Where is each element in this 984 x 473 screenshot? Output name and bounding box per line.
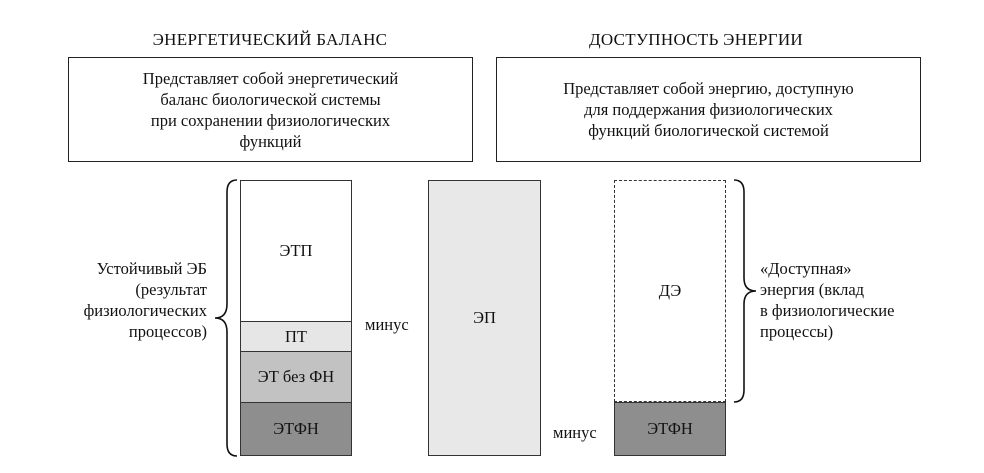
energy-balance-description: Представляет собой энергетический баланс… (68, 57, 473, 162)
segment-etfn: ЭТФН (241, 403, 351, 455)
energy-balance-column: ЭТП ПТ ЭТ без ФН ЭТФН (240, 180, 352, 456)
segment-etfn: ЭТФН (614, 402, 726, 456)
description-line: при сохранении физиологических (150, 110, 391, 130)
segment-de: ДЭ (614, 180, 726, 402)
label-line: процессы) (760, 322, 834, 341)
description-line: Представляет собой энергию, доступную (563, 79, 854, 98)
label-line: процессов) (128, 322, 207, 341)
segment-et-without-pa: ЭТ без ФН (241, 352, 351, 403)
title-energy-availability: ДОСТУПНОСТЬ ЭНЕРГИИ (588, 30, 804, 49)
title-energy-balance: ЭНЕРГЕТИЧЕСКИЙ БАЛАНС (152, 30, 388, 49)
energy-availability-description: Представляет собой энергию, доступную дл… (496, 57, 921, 162)
segment-label: ЭТ без ФН (257, 367, 335, 386)
description-line: баланс биологической системы (160, 89, 381, 109)
available-energy-label: «Доступная» энергия (вклад в физиологиче… (760, 258, 894, 342)
segment-etp: ЭТП (241, 181, 351, 322)
segment-label: ЭТП (279, 241, 313, 260)
label-line: энергия (вклад (760, 280, 865, 299)
segment-label: ЭТФН (273, 419, 319, 438)
energy-intake-column: ЭП (428, 180, 541, 456)
segment-label: ПТ (285, 326, 307, 346)
description-line: функций (239, 131, 302, 151)
label-line: физиологических (83, 301, 207, 320)
segment-label: ЭТФН (647, 419, 693, 438)
minus-label: минус (365, 315, 409, 334)
segment-label: ДЭ (658, 281, 682, 300)
label-line: (результат (135, 280, 207, 299)
segment-label: ЭП (473, 308, 496, 327)
description-line: Представляет собой энергетический (142, 68, 399, 88)
stable-balance-label: Устойчивый ЭБ (результат физиологических… (84, 258, 207, 342)
segment-ep: ЭП (429, 181, 540, 455)
label-line: в физиологические (760, 301, 895, 320)
description-line: функций биологической системой (588, 121, 829, 140)
label-line: Устойчивый ЭБ (96, 259, 207, 278)
segment-pt: ПТ (241, 322, 351, 352)
energy-availability-column: ДЭ ЭТФН (614, 180, 726, 456)
right-brace-icon (733, 179, 757, 403)
description-line: для поддержания физиологических (584, 100, 833, 119)
minus-label: минус (553, 423, 597, 442)
left-brace-icon (214, 179, 238, 457)
label-line: «Доступная» (760, 259, 852, 278)
